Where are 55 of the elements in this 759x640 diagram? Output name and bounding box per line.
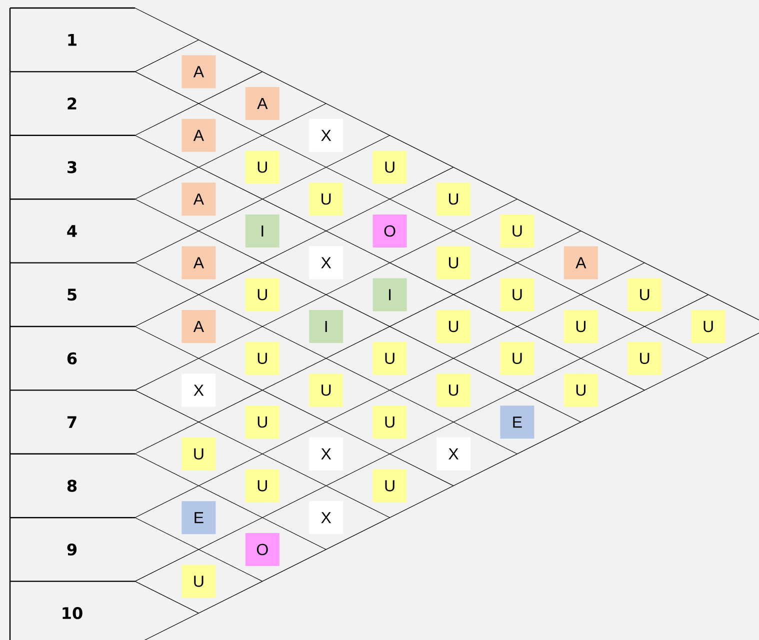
rating-cell: A (564, 246, 598, 280)
row-number: 8 (67, 480, 77, 492)
row-number: 4 (67, 225, 77, 237)
rating-cell: U (564, 310, 598, 343)
rating-cell: U (628, 278, 662, 312)
rating-cell: I (245, 214, 280, 248)
rating-cell: U (372, 406, 407, 439)
rating-cell: U (245, 469, 280, 502)
rating-cell: U (182, 564, 216, 598)
rating-cell: U (436, 374, 470, 407)
rating-cell: U (309, 374, 344, 407)
row-number: 5 (68, 288, 76, 301)
rating-cell: E (500, 406, 534, 439)
row-number: 3 (68, 161, 76, 174)
rating-cell: U (372, 150, 407, 184)
rating-cell: A (182, 55, 216, 88)
rating-cell: U (372, 342, 407, 375)
rating-cell: A (182, 182, 216, 216)
rating-cell: O (245, 533, 280, 566)
rating-cell: U (245, 342, 280, 375)
rating-cell: O (372, 214, 407, 248)
row-number: 6 (67, 352, 77, 364)
rating-cell: U (500, 342, 534, 375)
rating-cell: U (182, 437, 216, 470)
row-number: 10 (62, 607, 82, 620)
rating-cell: U (500, 214, 534, 248)
rating-cell: U (309, 182, 344, 216)
row-number: 1 (68, 34, 76, 46)
rating-cell: U (245, 406, 280, 439)
rating-cell: I (372, 278, 407, 312)
rating-cell: X (182, 374, 216, 407)
row-number: 2 (68, 98, 76, 110)
rating-cell: U (564, 374, 598, 407)
rating-cell: A (182, 118, 216, 152)
rating-cell: U (245, 150, 280, 184)
rating-cell: A (182, 310, 216, 343)
rating-cell: X (436, 437, 470, 470)
rating-cell: X (309, 501, 344, 534)
rating-cell: U (691, 310, 726, 343)
rating-cell: X (309, 246, 344, 280)
rating-cell: U (245, 278, 280, 312)
rating-cell: U (628, 342, 662, 375)
rating-cell: U (436, 310, 470, 343)
rating-cell: U (372, 469, 407, 502)
rating-cell: E (182, 501, 216, 534)
row-number: 9 (67, 543, 77, 556)
rating-cell: U (436, 182, 470, 216)
row-number: 7 (68, 416, 76, 428)
rating-cell: U (436, 246, 470, 280)
rating-cell: X (309, 118, 344, 152)
rating-cell: X (309, 437, 344, 470)
rating-cell: I (309, 310, 344, 343)
rating-cell: U (500, 278, 534, 312)
rating-cell: A (182, 246, 216, 280)
rating-cell: A (245, 87, 280, 120)
